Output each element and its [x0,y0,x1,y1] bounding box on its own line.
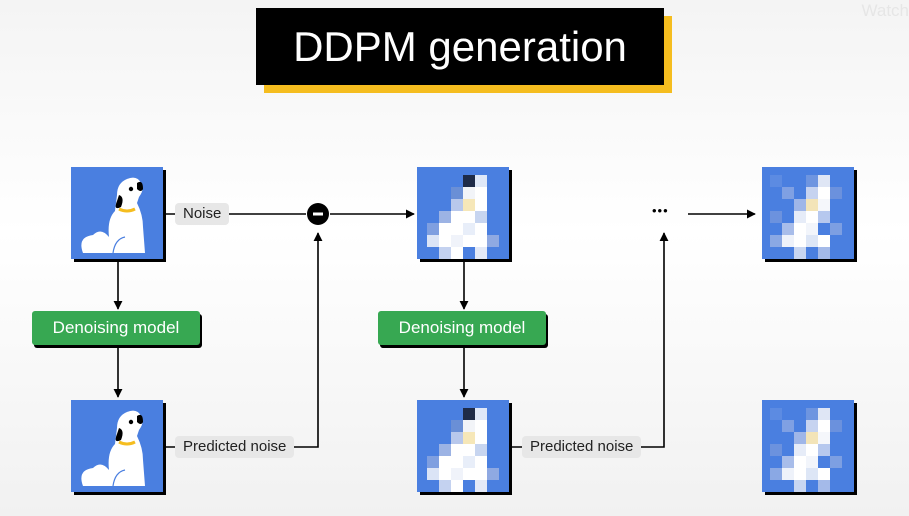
step2-image-tile [417,167,512,262]
title-text: DDPM generation [256,8,664,85]
denoising-model-box-1: Denoising model [32,311,200,345]
predicted-noise-image-tile [69,398,166,495]
noise-label: Noise [175,203,230,225]
predicted-noise-label-2: Predicted noise [522,436,642,458]
predicted-noise-label-1: Predicted noise [175,436,295,458]
slide-title: DDPM generation [256,8,674,94]
input-image-tile [69,165,166,262]
final-predicted-noise-tile [762,400,857,495]
ellipsis: ••• [652,203,669,218]
channel-watermark: Watch [861,1,909,20]
step2-predicted-noise-tile [417,400,512,495]
minus-icon [307,203,329,225]
denoising-model-box-2: Denoising model [378,311,546,345]
final-image-tile [762,167,857,262]
